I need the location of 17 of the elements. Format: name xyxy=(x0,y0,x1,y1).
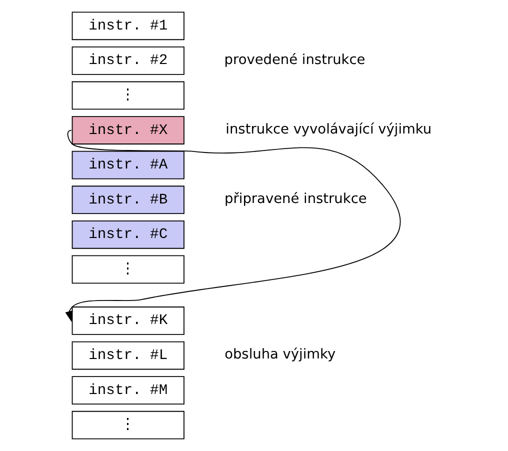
label: obsluha výjimky xyxy=(224,346,336,363)
node-box: ⋮ xyxy=(72,81,184,110)
label: provedené instrukce xyxy=(224,52,366,68)
node-box: instr. #M xyxy=(72,376,184,404)
node-box: ⋮ xyxy=(72,255,184,284)
node-box: instr. #B xyxy=(72,186,184,214)
node-box: instr. #C xyxy=(72,220,184,249)
node-box: instr. #2 xyxy=(72,46,184,75)
node-box: instr. #1 xyxy=(72,12,184,40)
label: instrukce vyvolávající výjimku xyxy=(226,121,432,138)
node-box: instr. #L xyxy=(72,341,184,370)
label: připravené instrukce xyxy=(224,191,367,208)
node-box: instr. #K xyxy=(72,306,184,335)
node-box: instr. #X xyxy=(72,116,184,144)
arrow xyxy=(65,130,401,322)
node-box: instr. #A xyxy=(72,150,184,180)
node-box: ⋮ xyxy=(72,410,184,440)
